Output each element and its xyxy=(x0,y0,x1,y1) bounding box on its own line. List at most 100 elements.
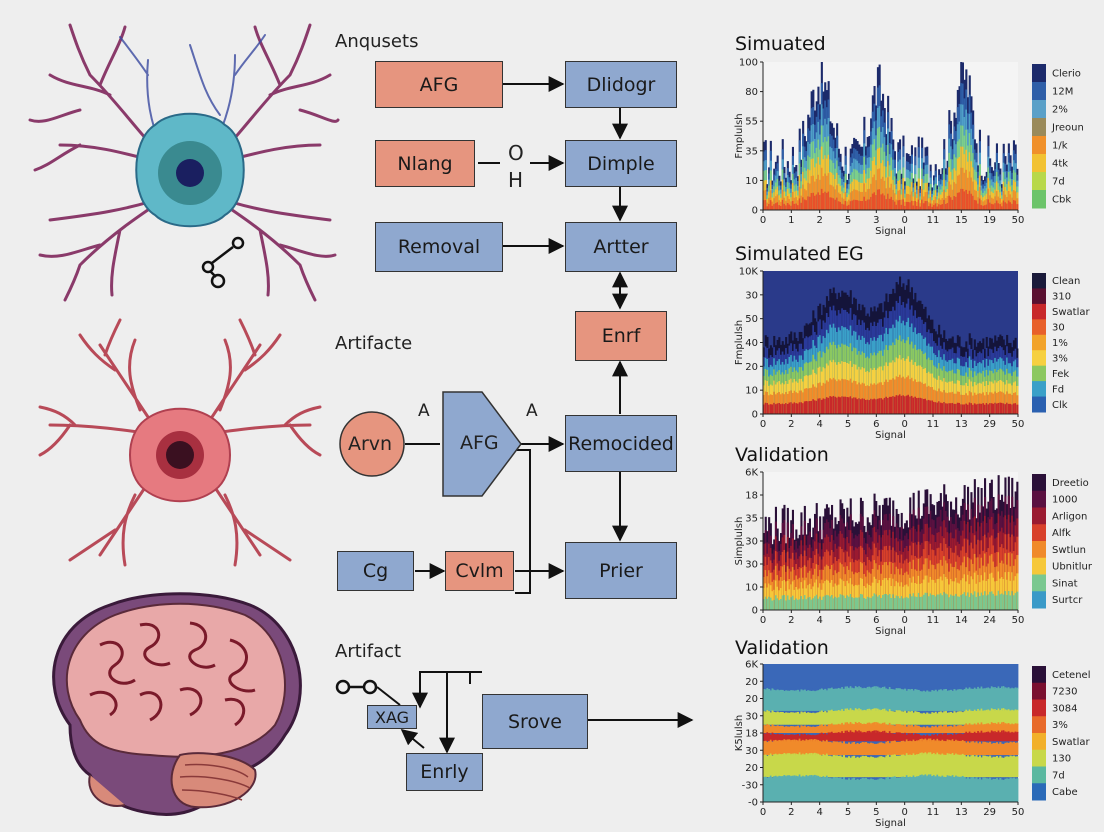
chart-cell xyxy=(832,664,835,689)
chart-cell xyxy=(965,778,968,802)
chart-cell xyxy=(800,195,803,210)
chart-cell xyxy=(917,712,920,725)
chart-cell xyxy=(763,754,766,778)
x-tick-label: 4 xyxy=(816,615,822,626)
chart-cell xyxy=(905,597,908,610)
chart-cell xyxy=(841,594,844,610)
chart-cell xyxy=(791,664,794,689)
legend-label: 1% xyxy=(1052,338,1068,349)
chart-cell xyxy=(888,778,891,802)
x-tick-label: 24 xyxy=(983,615,996,626)
neuron-red-illustration xyxy=(38,318,322,567)
chart-cell xyxy=(939,725,942,733)
chart-cell xyxy=(941,664,944,689)
chart-cell xyxy=(904,755,907,778)
chart-cell xyxy=(791,403,794,414)
legend-swatch xyxy=(1032,396,1046,413)
chart-cell xyxy=(805,726,808,733)
chart-cell xyxy=(916,596,919,610)
chart-cell xyxy=(897,395,900,414)
legend-swatch xyxy=(1032,666,1046,684)
chart-cell xyxy=(917,776,920,802)
chart-cell xyxy=(900,740,903,756)
chart-cell xyxy=(788,664,791,689)
chart-cell xyxy=(836,664,839,689)
chart-cell xyxy=(790,712,793,725)
chart-cell xyxy=(1011,723,1014,733)
chart-cell xyxy=(899,664,902,689)
chart-cell xyxy=(842,581,845,610)
legend-swatch xyxy=(1032,172,1046,191)
y-tick-label: 35 xyxy=(745,146,758,157)
chart-cell xyxy=(921,713,924,725)
chart-cell xyxy=(807,664,810,689)
chart-cell xyxy=(793,203,796,210)
chart-cell xyxy=(788,391,791,414)
chart-cell xyxy=(766,664,769,689)
section-label-artifacte: Artifacte xyxy=(335,333,413,354)
y-tick-label: 10 xyxy=(745,583,758,594)
chart-cell xyxy=(943,592,946,610)
y-tick-label: 6K xyxy=(745,660,758,671)
chart-cell xyxy=(916,664,919,689)
chart-cell xyxy=(921,596,924,610)
chart-cell xyxy=(1004,731,1007,742)
chart-cell xyxy=(849,686,852,711)
chart-cell xyxy=(882,743,885,756)
chart-cell xyxy=(800,689,803,711)
chart-cell xyxy=(968,664,971,689)
chart-cell xyxy=(892,711,895,725)
chart-cell xyxy=(960,188,963,210)
chart-cell xyxy=(817,775,820,802)
legend-swatch xyxy=(1032,154,1046,173)
chart-cell xyxy=(909,740,912,756)
chart-cell xyxy=(849,594,852,610)
chart-cell xyxy=(841,396,844,414)
chart-cell xyxy=(1004,778,1007,802)
chart-cell xyxy=(882,664,885,689)
chart-cell xyxy=(875,722,878,733)
chart-cell xyxy=(858,191,861,210)
chart-cell xyxy=(926,753,929,778)
chart-cell xyxy=(842,595,845,610)
chart-cell xyxy=(795,203,798,210)
chart-cell xyxy=(819,689,822,711)
chart-cell xyxy=(866,583,869,610)
chart-cell xyxy=(878,664,881,689)
chart-cell xyxy=(854,397,857,414)
x-tick-label: 1 xyxy=(788,215,794,226)
chart-cell xyxy=(802,690,805,711)
chart-cell xyxy=(834,596,837,610)
chart-cell xyxy=(848,687,851,711)
chart-cell xyxy=(839,201,842,210)
chart-cell xyxy=(803,689,806,711)
chart-cell xyxy=(946,726,949,733)
chart-cell xyxy=(763,724,766,733)
chart-cell xyxy=(955,196,958,210)
chart-cell xyxy=(907,201,910,210)
chart-cell xyxy=(776,403,779,414)
chart-cell xyxy=(1002,686,1005,711)
chart-cell xyxy=(982,664,985,689)
chart-cell xyxy=(854,199,857,210)
chart-cell xyxy=(972,404,975,414)
chart-cell xyxy=(1014,723,1017,733)
chart-cell xyxy=(892,754,895,778)
legend-label: 7230 xyxy=(1052,687,1077,698)
chart-cell xyxy=(967,688,970,711)
chart-cell xyxy=(887,733,890,742)
chart-cell xyxy=(763,404,766,414)
x-tick-label: 29 xyxy=(983,419,996,430)
chart-cell xyxy=(907,598,910,610)
chart-cell xyxy=(781,689,784,711)
chart-cell xyxy=(866,664,869,689)
chart-cell xyxy=(1002,779,1005,802)
chart-cell xyxy=(958,192,961,210)
chart-cell xyxy=(882,756,885,778)
chart-cell xyxy=(897,777,900,802)
chart-cell xyxy=(856,723,859,733)
chart-cell xyxy=(866,779,869,802)
chart-cell xyxy=(936,727,939,733)
chart-cell xyxy=(909,593,912,610)
x-tick-label: 11 xyxy=(927,419,940,430)
